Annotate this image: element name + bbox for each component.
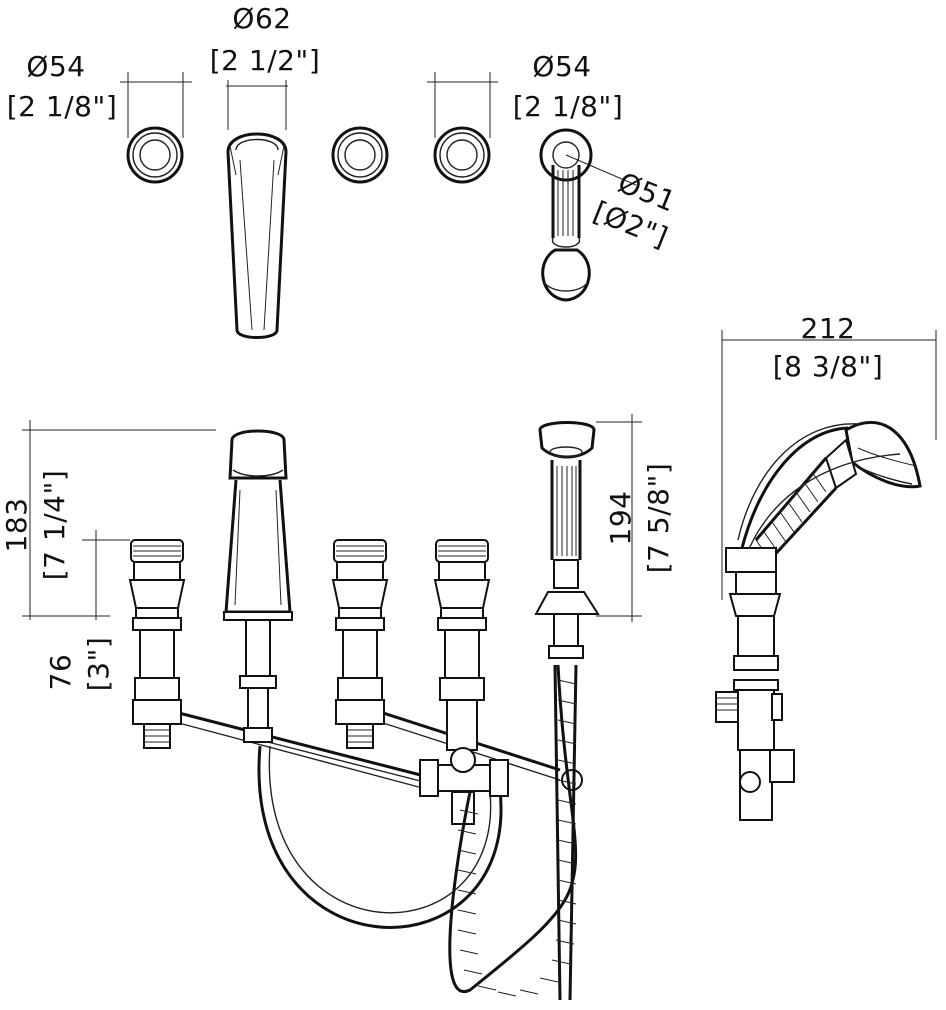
spout-front-view xyxy=(223,429,293,743)
dim-width-metric: 212 xyxy=(801,312,856,345)
trim-ring-right xyxy=(433,126,491,184)
hoses xyxy=(174,710,561,929)
dimension-labels: Ø54 [2 1/8"] Ø62 [2 1/2"] Ø54 [2 1/8"] Ø… xyxy=(0,2,883,691)
side-handshower-head xyxy=(737,420,922,562)
trim-ring-middle xyxy=(331,126,389,184)
dim-trim-right-imperial: [2 1/8"] xyxy=(513,90,624,123)
dim-width-imperial: [8 3/8"] xyxy=(773,350,884,383)
front-dimension-lines xyxy=(22,414,642,622)
dim-spout-metric: Ø62 xyxy=(232,2,291,35)
dim-trim-left-imperial: [2 1/8"] xyxy=(7,90,118,123)
dim-valve-metric: 76 xyxy=(44,654,77,691)
valve-middle xyxy=(331,539,389,749)
valve-right xyxy=(433,539,491,751)
diverter-tee xyxy=(419,747,583,825)
dim-trim-right-metric: Ø54 xyxy=(532,50,591,83)
hose-texture xyxy=(457,679,577,997)
dim-height-metric: 183 xyxy=(0,498,33,553)
spout-top-view xyxy=(226,132,288,339)
side-dimension-lines xyxy=(721,330,937,600)
dim-trim-left-metric: Ø54 xyxy=(26,50,85,83)
side-valve-body xyxy=(715,547,795,821)
side-view xyxy=(715,330,937,821)
dim-spout-imperial: [2 1/2"] xyxy=(210,44,321,77)
handshower-top-view xyxy=(539,128,637,302)
dim-handshower-metric: 194 xyxy=(604,491,637,546)
dim-height-imperial: [7 1/4"] xyxy=(38,470,71,581)
dim-handshower-imperial: [7 5/8"] xyxy=(642,463,675,574)
valve-left xyxy=(128,539,186,749)
handshower-front-view xyxy=(448,421,600,1001)
front-view xyxy=(128,421,600,1001)
top-view xyxy=(120,72,637,339)
top-dimension-lines xyxy=(120,72,498,138)
dim-valve-imperial: [3"] xyxy=(82,637,115,692)
trim-ring-left xyxy=(126,126,184,184)
